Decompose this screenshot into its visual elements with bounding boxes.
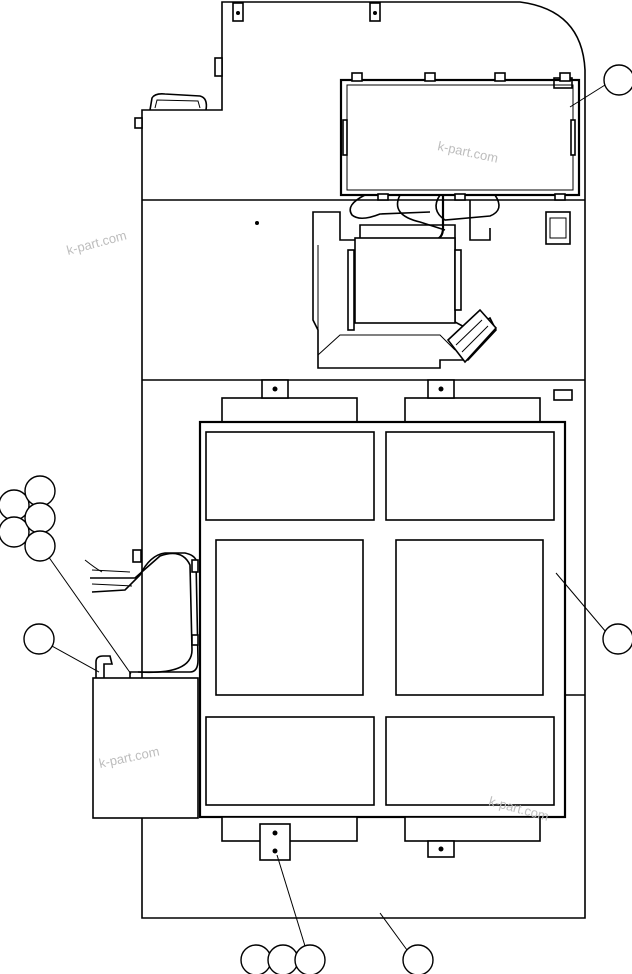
callout-circle	[24, 502, 56, 534]
callout-circle	[294, 944, 326, 974]
callout-circle	[240, 944, 272, 974]
callout-circle	[24, 530, 56, 562]
control-box	[339, 72, 581, 242]
callout-circle	[0, 516, 30, 548]
panel-assembly	[198, 379, 567, 861]
callout-circle	[602, 623, 632, 655]
callout-circle	[402, 944, 434, 974]
callout-circle	[24, 475, 56, 507]
leader-lines	[47, 84, 607, 951]
callout-circle	[603, 64, 632, 96]
callout-circles	[0, 64, 632, 974]
callout-circle	[267, 944, 299, 974]
mounted-unit	[312, 211, 498, 369]
cabinet-outline	[134, 1, 586, 919]
watermark: k-part.com	[436, 138, 499, 165]
watermark: k-part.com	[65, 228, 128, 258]
left-box	[84, 549, 199, 819]
callout-circle	[23, 623, 55, 655]
